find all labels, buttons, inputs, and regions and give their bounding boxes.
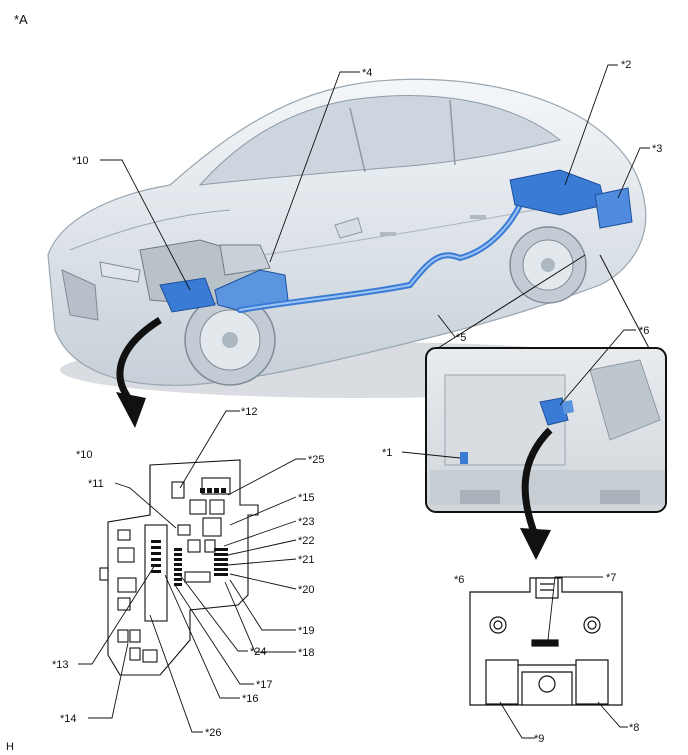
callout-22: *22	[298, 535, 315, 547]
relay-highlight	[539, 397, 569, 426]
callout-7: *7	[606, 572, 616, 584]
callout-20: *20	[298, 584, 315, 596]
callout-1: *1	[382, 447, 392, 459]
callout-26: *26	[205, 727, 222, 739]
callout-15: *15	[298, 492, 315, 504]
relay-block-drawing	[99, 459, 259, 676]
leader-lines	[78, 64, 650, 739]
callout-3: *3	[652, 143, 662, 155]
callout-5: *5	[456, 332, 466, 344]
callout-4: *4	[362, 67, 372, 79]
callout-25: *25	[308, 454, 325, 466]
callout-6: *6	[639, 325, 649, 337]
callout-14: *14	[60, 713, 77, 725]
vehicle-illustration	[47, 78, 660, 398]
callout-9: *9	[534, 733, 544, 745]
callout-19: *19	[298, 625, 315, 637]
callout-11: *11	[88, 478, 104, 490]
engine-room-relay-block-highlight	[159, 277, 216, 313]
corner-mark: H	[6, 741, 14, 753]
relay-detail-drawing	[469, 577, 623, 706]
callout-17: *17	[256, 679, 273, 691]
callout-10: *10	[72, 155, 89, 167]
callout-23: *23	[298, 516, 315, 528]
callout-18: *18	[298, 647, 315, 659]
callout-16: *16	[242, 693, 259, 705]
callout-13: *13	[52, 659, 69, 671]
arrow-down-icon	[520, 427, 553, 560]
arrow-down-icon	[116, 317, 162, 428]
callout-labels: *4 *2 *3 *10 *5 *6 *1 *6 *7 *8 *9 *10 *1…	[52, 59, 662, 745]
callout-8: *8	[629, 722, 639, 734]
callout-24: *24	[250, 646, 267, 658]
rear-unit-highlight	[594, 187, 633, 229]
figure-tag: *A	[14, 12, 28, 27]
fuse-rows	[151, 488, 228, 586]
callout-12: *12	[241, 406, 258, 418]
callout-21: *21	[298, 554, 315, 566]
trunk-detail-panel	[425, 254, 667, 513]
callout-10-detail: *10	[76, 449, 93, 461]
callout-2: *2	[621, 59, 631, 71]
connector-highlight	[460, 452, 468, 464]
callout-6-detail: *6	[454, 574, 464, 586]
